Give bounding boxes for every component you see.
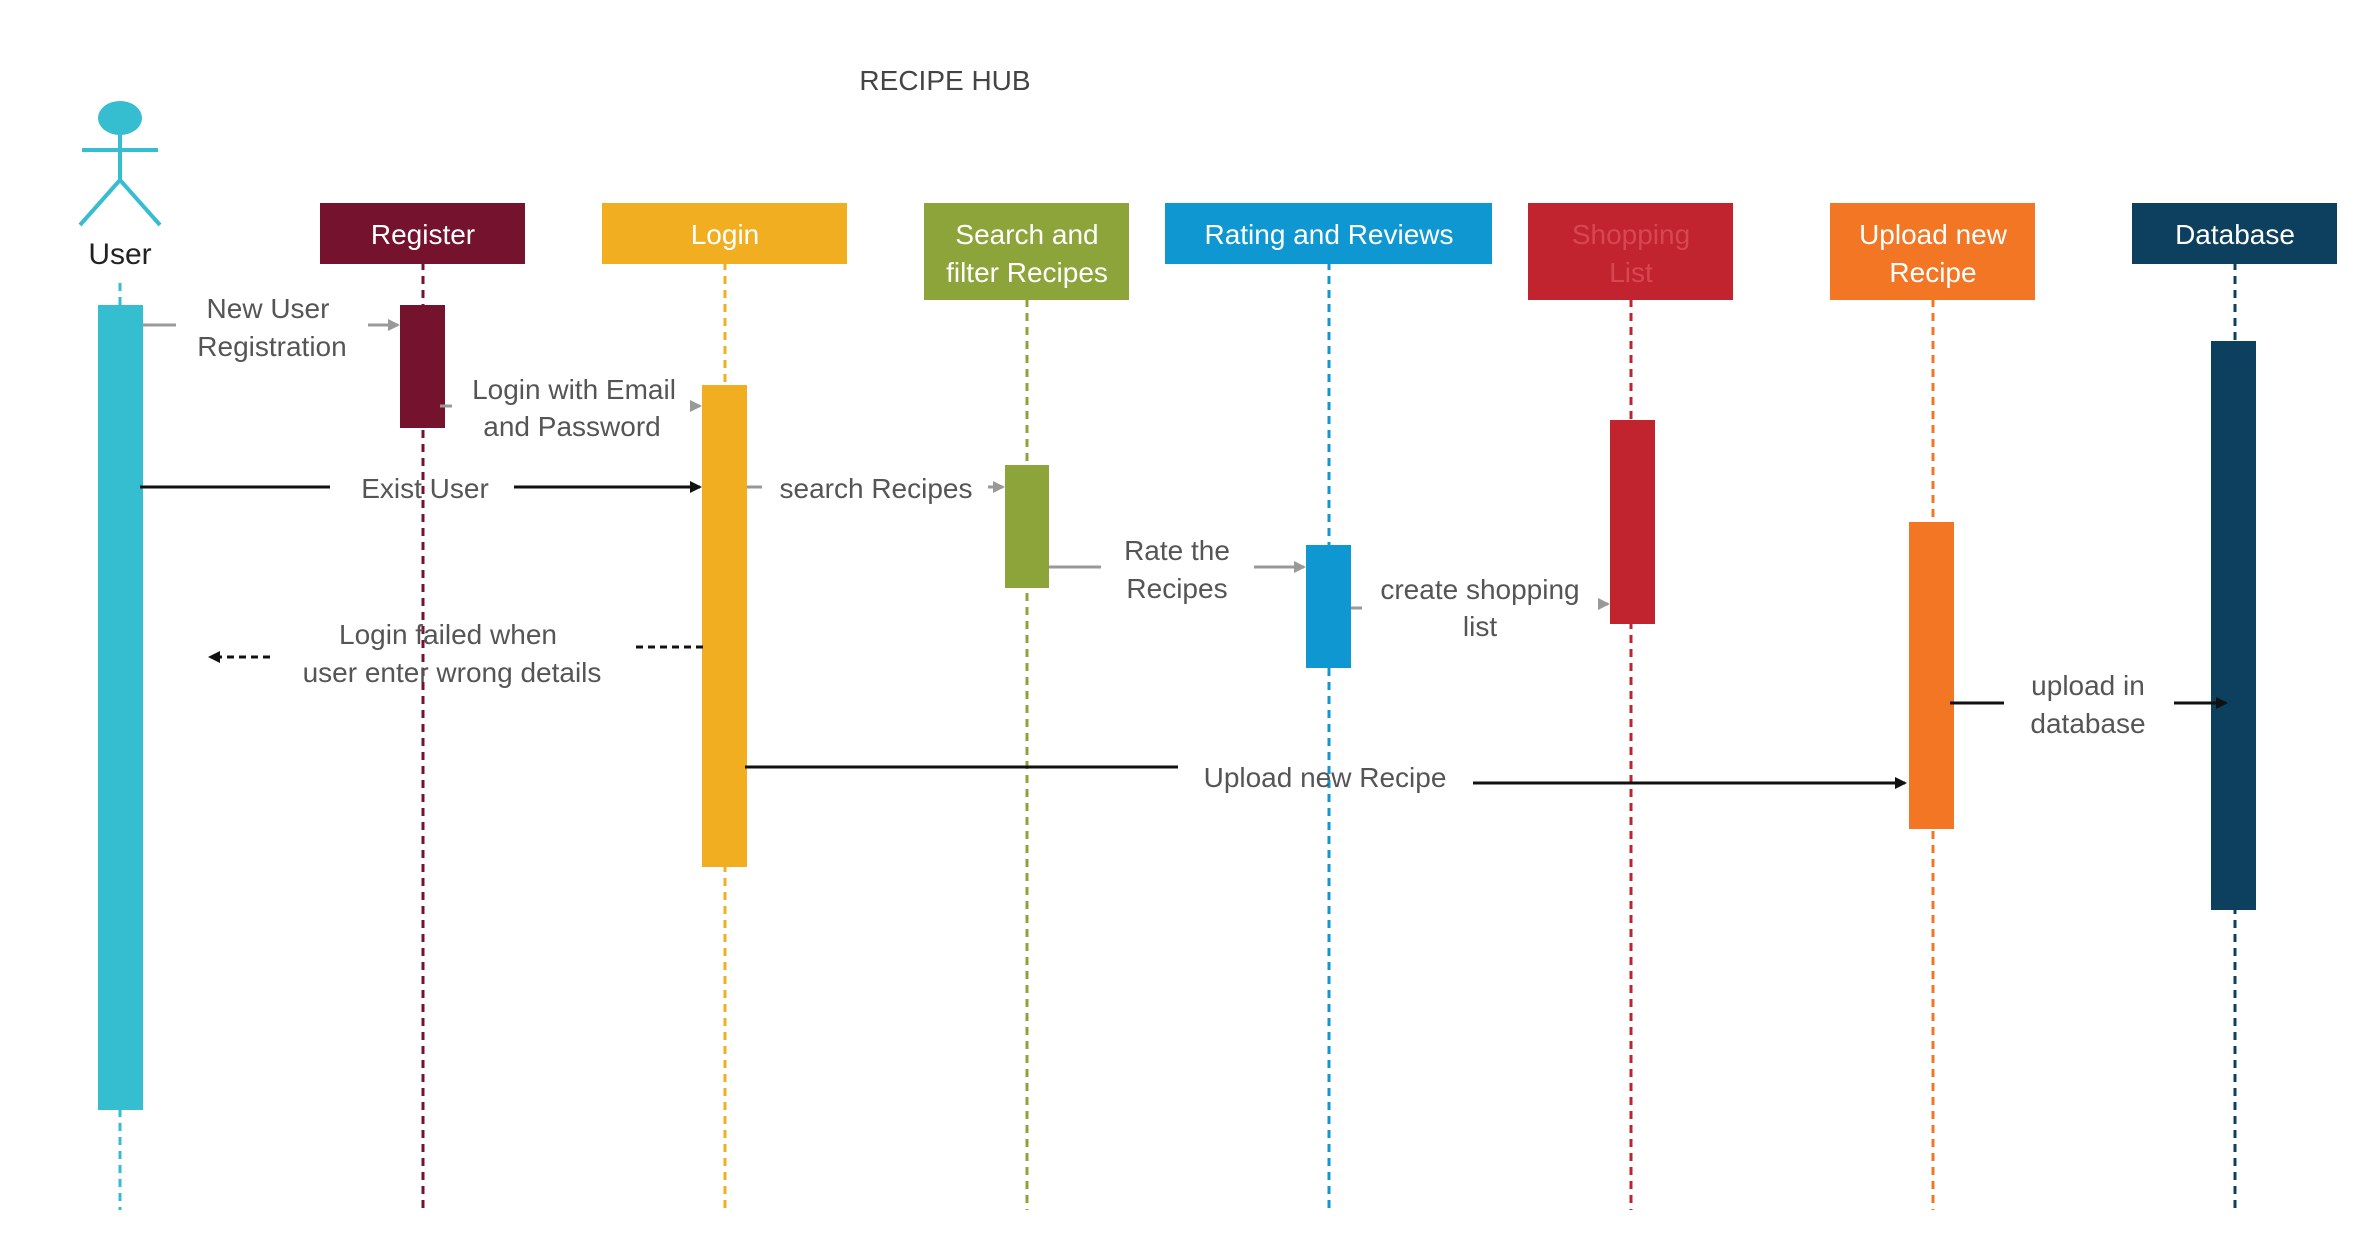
stick-figure-icon — [78, 101, 162, 227]
message-new-user-registration: New User Registration — [143, 293, 400, 362]
message-exist-user: Exist User — [140, 473, 702, 504]
message-upload-in-database-line1: upload in — [2031, 670, 2145, 701]
participant-upload: Upload new Recipe — [1830, 203, 2035, 300]
participant-rating-label: Rating and Reviews — [1204, 219, 1453, 250]
message-create-shopping-list-line2: list — [1463, 611, 1497, 642]
message-login-failed-line1: Login failed when — [339, 619, 557, 650]
message-login-with-email-line2: and Password — [483, 411, 660, 442]
participant-register: Register — [320, 203, 525, 264]
message-search-recipes-label: search Recipes — [780, 473, 973, 504]
activation-upload — [1909, 522, 1954, 829]
participant-upload-label-line1: Upload new — [1859, 219, 2008, 250]
message-login-with-email-line1: Login with Email — [472, 374, 676, 405]
message-exist-user-label: Exist User — [361, 473, 489, 504]
message-login-failed-line2: user enter wrong details — [303, 657, 602, 688]
participant-upload-label-line2: Recipe — [1889, 257, 1976, 288]
participant-database: Database — [2132, 203, 2337, 264]
activation-database — [2211, 341, 2256, 910]
activation-user — [98, 305, 143, 1110]
activation-rating — [1306, 545, 1351, 668]
activation-shopping — [1610, 420, 1655, 624]
message-upload-new-recipe: Upload new Recipe — [745, 762, 1907, 793]
participant-shopping-label-line1: Shopping — [1572, 219, 1690, 250]
participant-login-label: Login — [691, 219, 760, 250]
message-rate-recipes: Rate the Recipes — [1049, 535, 1306, 604]
participant-shopping-label-line2: List — [1609, 257, 1653, 288]
participant-register-label: Register — [371, 219, 475, 250]
message-upload-in-database: upload in database — [1950, 670, 2228, 739]
activation-search — [1005, 465, 1049, 588]
participant-login: Login — [602, 203, 847, 264]
message-create-shopping-list: create shopping list — [1351, 574, 1610, 642]
message-new-user-registration-line2: Registration — [197, 331, 346, 362]
activation-bars — [98, 305, 2256, 1110]
participant-search: Search and filter Recipes — [924, 203, 1129, 300]
participant-database-label: Database — [2175, 219, 2295, 250]
message-rate-recipes-line1: Rate the — [1124, 535, 1230, 566]
activation-register — [400, 305, 445, 428]
message-search-recipes: search Recipes — [747, 473, 1005, 504]
participant-search-label-line1: Search and — [955, 219, 1098, 250]
diagram-title: RECIPE HUB — [859, 65, 1030, 96]
message-rate-recipes-line2: Recipes — [1126, 573, 1227, 604]
message-upload-in-database-line2: database — [2030, 708, 2145, 739]
participant-shopping: Shopping List — [1528, 203, 1733, 300]
message-create-shopping-list-line1: create shopping — [1380, 574, 1579, 605]
participant-search-label-line2: filter Recipes — [946, 257, 1108, 288]
actor-label: User — [88, 238, 151, 271]
message-login-with-email: Login with Email and Password — [440, 374, 702, 442]
message-login-failed: Login failed when user enter wrong detai… — [208, 619, 703, 688]
participant-rating: Rating and Reviews — [1165, 203, 1492, 264]
message-new-user-registration-line1: New User — [207, 293, 330, 324]
activation-login — [702, 385, 747, 867]
message-upload-new-recipe-label: Upload new Recipe — [1204, 762, 1447, 793]
